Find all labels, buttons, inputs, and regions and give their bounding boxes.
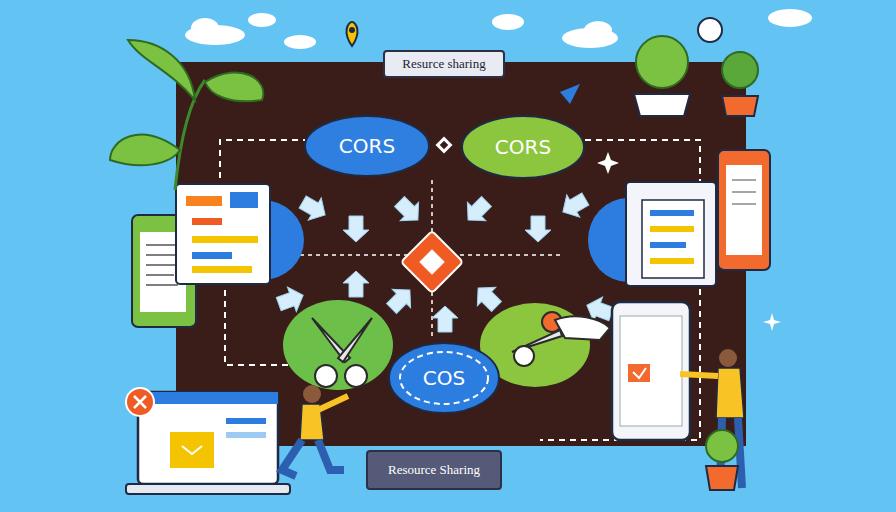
link-diamond	[436, 137, 453, 154]
person-left	[282, 385, 348, 476]
text-stack: Resurce sharing	[402, 56, 485, 72]
arrows	[274, 188, 615, 332]
node-label: Resurce sharing	[402, 56, 485, 72]
clouds	[185, 9, 812, 49]
scissors-left	[312, 318, 372, 387]
protocol-ellipse: CORS	[304, 115, 430, 177]
pins-and-sparkles	[347, 18, 781, 331]
heading-tab: Resurce sharing	[383, 50, 505, 78]
center-diamond	[401, 231, 463, 293]
storage-ellipse: COS	[388, 342, 500, 414]
node-label: COS	[423, 366, 465, 390]
phone-right	[612, 302, 690, 440]
text-stack: CORS	[339, 134, 395, 158]
text-stack: CORS	[495, 135, 551, 159]
node-label: CORS	[339, 134, 395, 158]
text-stack: Resource Sharing	[388, 462, 480, 478]
node-label: Resource Sharing	[388, 462, 480, 478]
laptop	[126, 388, 290, 494]
text-stack: COS	[423, 366, 465, 390]
plants	[110, 36, 758, 490]
scissors-right	[512, 312, 610, 366]
board	[176, 62, 746, 446]
protocol-ellipse: CORS	[461, 115, 585, 179]
node-label: CORS	[495, 135, 551, 159]
doc-card-left	[132, 184, 270, 327]
footer-tab: Resource Sharing	[366, 450, 502, 490]
doc-card-right	[626, 150, 770, 286]
